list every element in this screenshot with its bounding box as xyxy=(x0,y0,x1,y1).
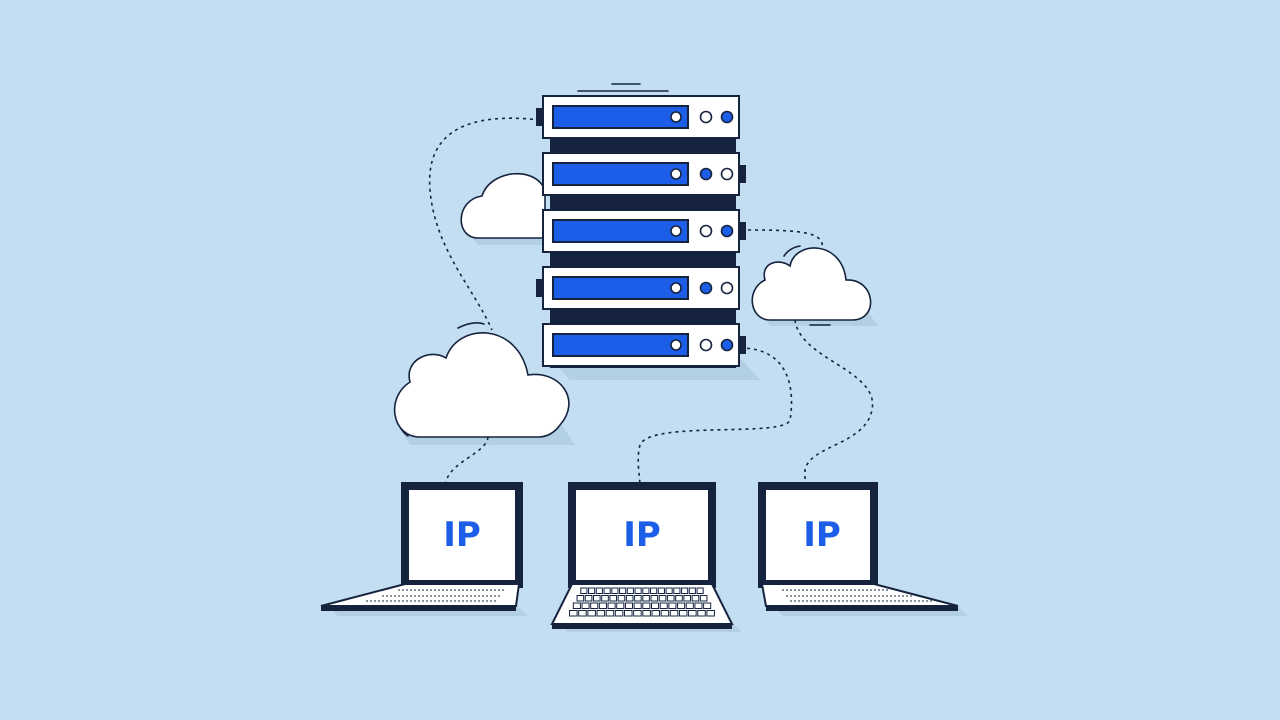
keyboard-key xyxy=(642,587,650,594)
keyboard-key xyxy=(699,595,708,602)
status-led xyxy=(720,110,734,124)
keyboard-key xyxy=(675,595,683,602)
keyboard-key xyxy=(691,595,700,602)
cloud-right xyxy=(751,247,872,321)
server-unit xyxy=(542,209,746,253)
keyboard-key xyxy=(651,610,661,617)
keyboard-key xyxy=(587,610,596,617)
keyboard-key xyxy=(650,602,660,609)
keyboard-key xyxy=(607,602,616,609)
keyboard-key xyxy=(660,610,670,617)
keyboard-key xyxy=(688,610,697,617)
keyboard-key xyxy=(603,587,611,594)
keyboard-key xyxy=(576,595,585,602)
laptop-middle-ip-label: IP xyxy=(623,515,661,555)
keyboard-key xyxy=(580,587,588,594)
keyboard-key xyxy=(569,610,578,617)
status-led xyxy=(699,338,713,352)
keyboard-key xyxy=(677,602,686,609)
keyboard-key xyxy=(688,587,696,594)
server-unit xyxy=(542,323,746,367)
keyboard-key xyxy=(590,602,599,609)
keyboard-key xyxy=(592,595,601,602)
keyboard-key xyxy=(572,602,581,609)
laptop-right: IP xyxy=(758,482,959,611)
cloud-small xyxy=(460,173,546,239)
keyboard-key xyxy=(658,595,667,602)
keyboard-key xyxy=(673,587,681,594)
keyboard-key xyxy=(696,587,704,594)
keyboard-key xyxy=(681,587,689,594)
laptop-left: IP xyxy=(320,482,523,611)
keyboard-key xyxy=(601,595,609,602)
keyboard-key xyxy=(584,595,593,602)
keyboard-key xyxy=(619,587,627,594)
server-rack xyxy=(536,95,746,368)
keyboard-key xyxy=(650,587,658,594)
keyboard-key xyxy=(634,595,642,602)
status-led xyxy=(720,338,734,352)
keyboard-key xyxy=(683,595,692,602)
keyboard-key xyxy=(624,602,634,609)
keyboard-key xyxy=(614,610,624,617)
keyboard-key xyxy=(678,610,688,617)
keyboard-key xyxy=(605,610,615,617)
keyboard-key xyxy=(697,610,706,617)
keyboard-key xyxy=(633,610,642,617)
server-unit xyxy=(536,95,740,139)
status-led xyxy=(699,110,713,124)
laptop-left-ip-label: IP xyxy=(443,515,481,555)
keyboard-key xyxy=(616,602,625,609)
keyboard-key xyxy=(634,587,642,594)
server-unit xyxy=(542,152,746,196)
keyboard-key xyxy=(625,595,634,602)
server-unit xyxy=(536,266,740,310)
keyboard-key xyxy=(633,602,642,609)
keyboard-key xyxy=(598,602,607,609)
keyboard-key xyxy=(659,602,668,609)
connection-line-right-cloud-to-right-laptop xyxy=(794,319,874,488)
keyboard-key xyxy=(706,610,715,617)
keyboard-key xyxy=(668,602,677,609)
laptop-right-ip-label: IP xyxy=(803,515,841,555)
keyboard-key xyxy=(626,587,634,594)
keyboard-key xyxy=(666,595,675,602)
connection-line-server-to-left-cloud xyxy=(428,117,541,331)
keyboard-key xyxy=(623,610,633,617)
keyboard-key xyxy=(642,595,650,602)
status-led xyxy=(699,167,713,181)
connection-line-server-to-middle-laptop xyxy=(637,347,793,489)
status-led xyxy=(720,167,734,181)
connection-line-server-to-right-cloud xyxy=(747,229,823,249)
cloud-left xyxy=(393,332,570,438)
keyboard-key xyxy=(650,595,659,602)
laptop-middle: IP xyxy=(550,482,734,629)
keyboard-key xyxy=(685,602,694,609)
keyboard-key xyxy=(611,587,619,594)
keyboard-key xyxy=(703,602,712,609)
keyboard-key xyxy=(581,602,590,609)
keyboard-key xyxy=(578,610,587,617)
status-led xyxy=(699,224,713,238)
status-led xyxy=(720,224,734,238)
keyboard-key xyxy=(642,610,651,617)
keyboard-key xyxy=(642,602,651,609)
connection-lines xyxy=(428,117,874,489)
keyboard-key xyxy=(595,587,603,594)
keyboard-key xyxy=(694,602,703,609)
keyboard-key xyxy=(665,587,673,594)
status-led xyxy=(699,281,713,295)
keyboard xyxy=(569,587,715,617)
keyboard-key xyxy=(588,587,596,594)
keyboard-key xyxy=(669,610,679,617)
keyboard-key xyxy=(609,595,618,602)
keyboard-key xyxy=(617,595,626,602)
keyboard-key xyxy=(657,587,665,594)
status-led xyxy=(720,281,734,295)
keyboard-key xyxy=(596,610,606,617)
